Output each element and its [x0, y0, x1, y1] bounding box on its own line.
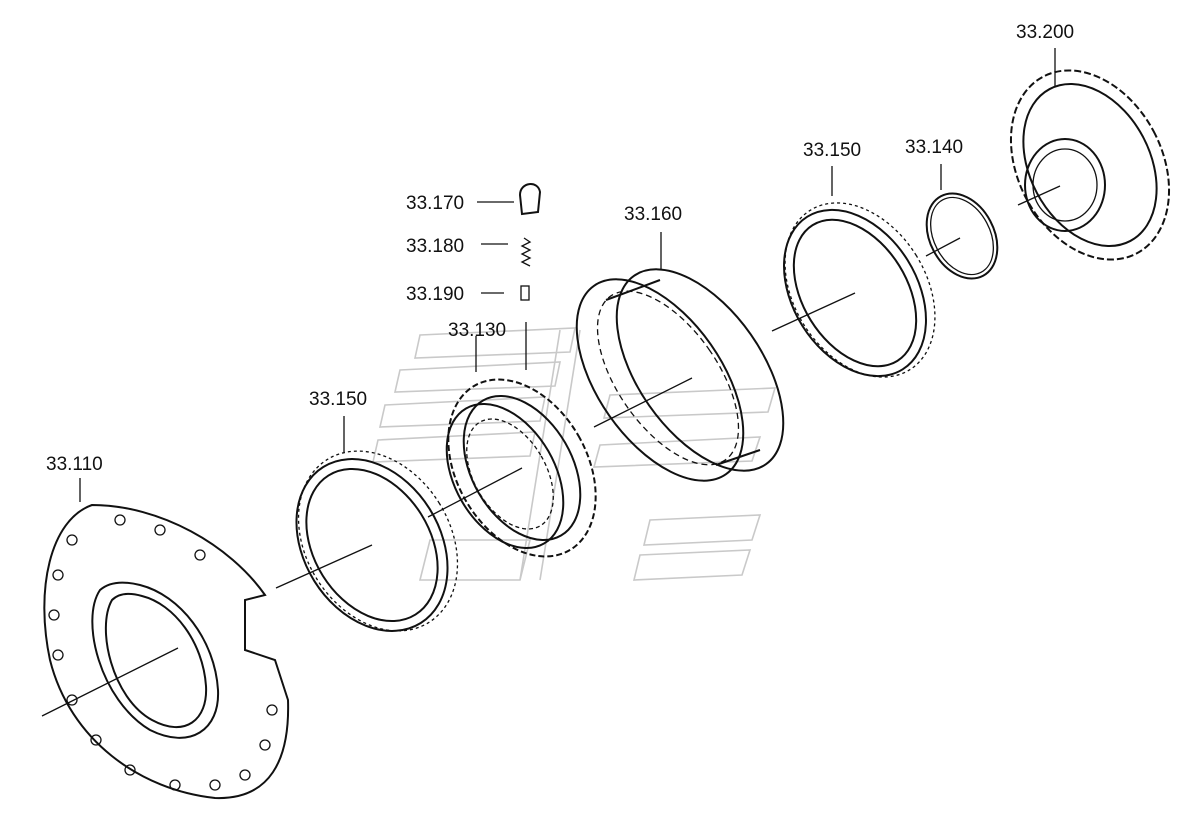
label-33-160: 33.160	[624, 204, 682, 225]
part-33-150-left-ring	[295, 450, 459, 632]
part-33-140-snap-ring	[925, 192, 999, 280]
part-33-190-ball	[520, 285, 530, 301]
label-33-130: 33.130	[448, 320, 506, 341]
label-33-180: 33.180	[406, 236, 464, 257]
part-33-130-hub	[445, 378, 597, 558]
label-33-140: 33.140	[905, 137, 963, 158]
part-33-200-gear	[1009, 69, 1171, 261]
label-33-110: 33.110	[46, 454, 103, 475]
part-33-180-spring	[520, 237, 532, 267]
label-33-150-left: 33.150	[309, 389, 367, 410]
company-logo-watermark	[371, 327, 777, 581]
label-33-200: 33.200	[1016, 22, 1074, 43]
label-33-150-right: 33.150	[803, 140, 861, 161]
label-33-190: 33.190	[406, 284, 464, 305]
assembly-axis	[41, 185, 1061, 717]
part-33-170-detent-pin	[518, 183, 542, 216]
part-33-160-sleeve	[575, 268, 785, 482]
part-33-110-plate	[43, 503, 290, 800]
part-33-150-right-ring	[783, 202, 936, 378]
label-33-170: 33.170	[406, 193, 464, 214]
leader-lines	[79, 48, 1056, 502]
